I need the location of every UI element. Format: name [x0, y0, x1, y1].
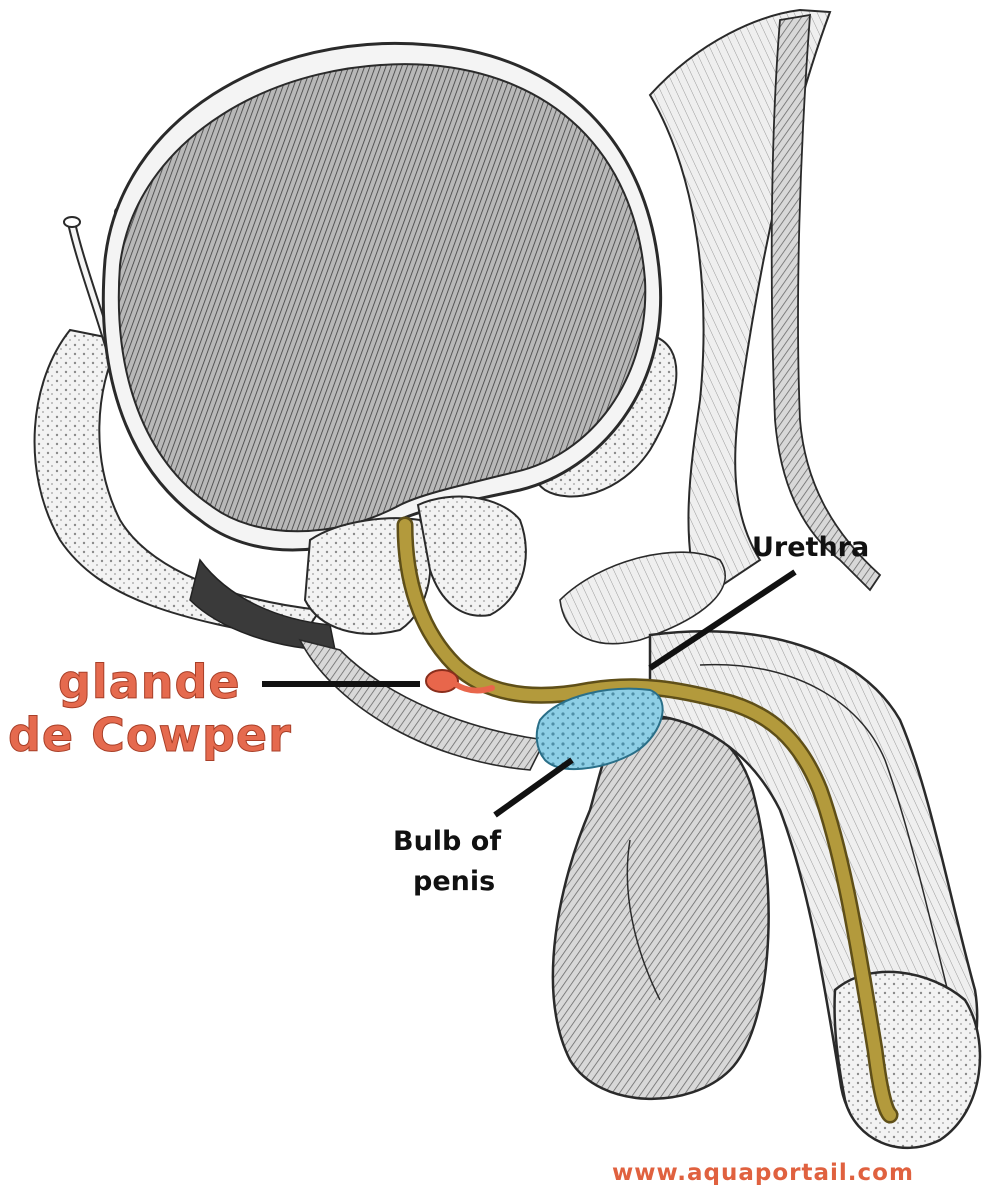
bulb-leader-line: [493, 757, 574, 818]
bulb-of-penis-label-line2: penis: [413, 866, 496, 897]
bladder: [101, 41, 663, 552]
urethra-lumen: [399, 519, 896, 1121]
urethra-label: Urethra: [752, 532, 870, 563]
glans: [833, 970, 982, 1150]
bulb-of-penis-highlight: [535, 687, 664, 771]
scrotum-testis: [551, 717, 770, 1101]
cowper-gland-highlight: [425, 669, 495, 694]
urethra-leader-line: [648, 569, 797, 671]
perineal-muscles: [298, 638, 547, 771]
cowper-gland-label-line1: glande: [58, 655, 241, 710]
watermark: www.aquaportail.com: [612, 1160, 914, 1186]
abdominal-wall: [648, 8, 882, 602]
cowper-gland-label-line2: de Cowper: [8, 708, 292, 763]
bulb-of-penis-label-line1: Bulb of: [393, 826, 502, 857]
